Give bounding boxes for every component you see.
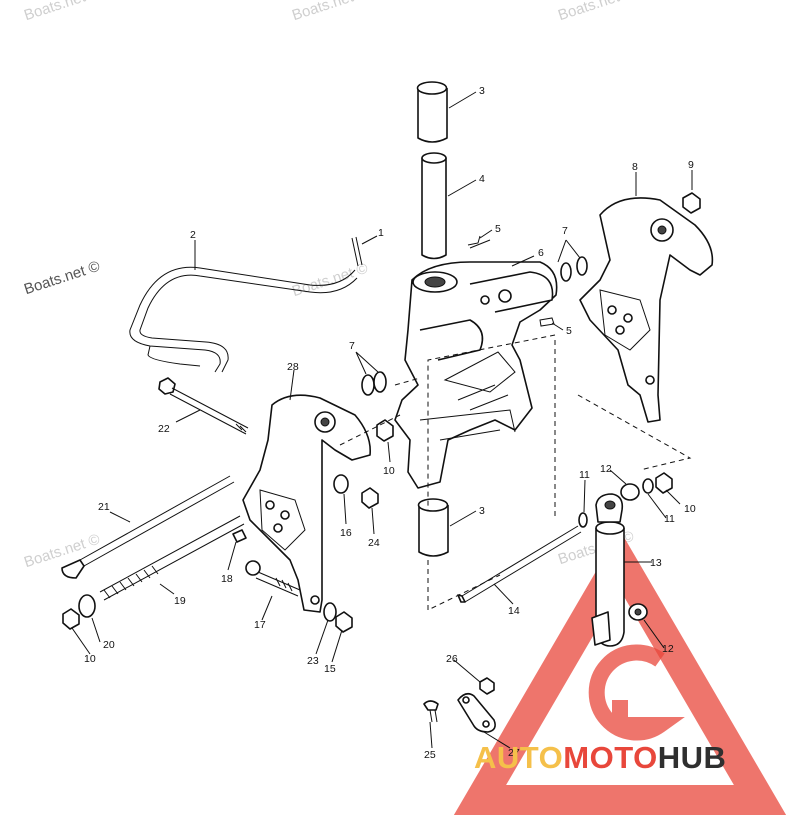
callout-24: 24 [368, 537, 380, 549]
screw-5-top [467, 235, 491, 249]
callout-11-left: 11 [579, 469, 590, 481]
callout-10-right: 10 [684, 503, 696, 515]
callout-13: 13 [650, 557, 662, 569]
threaded-rod-19 [99, 515, 245, 601]
tube-3-top [416, 81, 448, 143]
tube-4 [421, 152, 447, 260]
washer-23 [323, 602, 337, 622]
assembly-line-2 [427, 560, 501, 611]
washer-20 [78, 594, 96, 618]
callout-1: 1 [378, 227, 384, 239]
brand-part-auto: AUTO [474, 740, 564, 775]
bent-tube-2 [129, 266, 358, 373]
callout-14: 14 [508, 605, 520, 617]
callout-23: 23 [307, 655, 319, 667]
callout-19: 19 [174, 595, 186, 607]
callout-3-bottom: 3 [479, 505, 485, 517]
callout-10-left: 10 [84, 653, 96, 665]
plate-27 [457, 692, 496, 733]
tube-3-bottom [417, 498, 449, 557]
brand-part-moto: MOTO [563, 740, 658, 775]
callout-12-upper: 12 [600, 463, 612, 475]
callout-4: 4 [479, 173, 485, 185]
callout-16: 16 [340, 527, 352, 539]
cylinder-13 [591, 493, 625, 647]
nut-10-right [655, 472, 673, 494]
logo-triangle-icon [453, 530, 787, 815]
leader-lines [71, 91, 693, 749]
brand-logo: AUTOMOTOHUB [474, 740, 726, 776]
nut-9 [682, 192, 701, 214]
callout-3-top: 3 [479, 85, 485, 97]
callout-2: 2 [190, 229, 196, 241]
callout-7-left: 7 [349, 340, 355, 352]
assembly-line-5 [339, 414, 401, 446]
callout-6: 6 [538, 247, 544, 259]
callout-18: 18 [221, 573, 233, 585]
callout-28: 28 [287, 361, 299, 373]
callout-11-right: 11 [664, 513, 675, 525]
bolt-21 [61, 475, 235, 579]
callout-7-right: 7 [562, 225, 568, 237]
rod-14 [457, 525, 582, 603]
callout-20: 20 [103, 639, 115, 651]
washer-11-left [578, 512, 588, 528]
callout-26: 26 [446, 653, 458, 665]
callout-5-top: 5 [495, 223, 501, 235]
screw-25 [423, 700, 439, 723]
nut-10-left [62, 608, 80, 630]
callout-9: 9 [688, 159, 694, 171]
pin-18 [232, 529, 247, 543]
clamp-bracket-28 [242, 394, 372, 613]
bolt-17 [245, 560, 301, 597]
bushing-12-lower [628, 603, 648, 621]
washers-7-right [560, 256, 588, 282]
callout-8: 8 [632, 161, 638, 173]
callout-5-side: 5 [566, 325, 572, 337]
assembly-line-1 [427, 334, 556, 510]
callout-25: 25 [424, 749, 436, 761]
assembly-line-6 [394, 377, 421, 386]
clamp-bracket-8 [579, 197, 714, 423]
callout-22: 22 [158, 423, 170, 435]
callout-17: 17 [254, 619, 266, 631]
nut-15 [335, 611, 353, 633]
brand-part-hub: HUB [657, 740, 727, 775]
callout-27: 27 [508, 747, 520, 759]
bolt-22 [158, 377, 249, 435]
pin-1 [351, 236, 363, 267]
nut-10-center [376, 419, 394, 442]
nut-26 [479, 677, 495, 695]
screw-5-side [539, 317, 555, 327]
callout-12-lower: 12 [662, 643, 674, 655]
callout-10-center: 10 [383, 465, 395, 477]
callout-21: 21 [98, 501, 110, 513]
washer-16 [333, 474, 349, 494]
bushing-12-upper [620, 478, 654, 501]
assembly-line-4 [577, 394, 692, 471]
nut-24 [361, 487, 379, 509]
callout-15: 15 [324, 663, 336, 675]
swivel-bracket-6 [394, 261, 558, 489]
washers-7-left [361, 371, 387, 396]
